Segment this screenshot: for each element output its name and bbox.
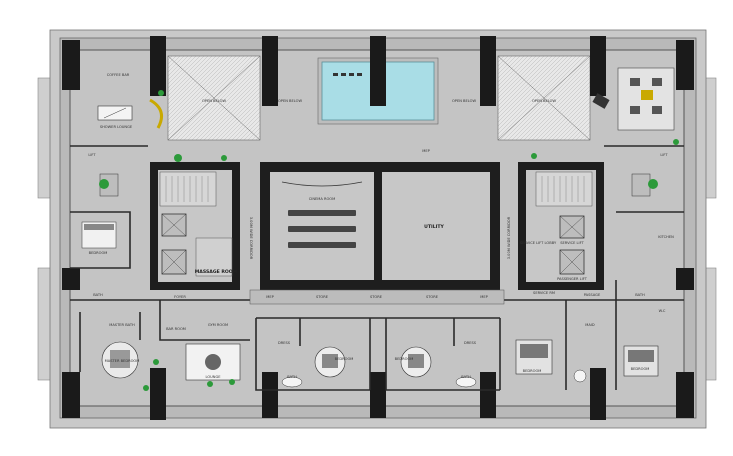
label-store-3: STORE — [426, 295, 439, 299]
label-bath-left: BATH — [93, 293, 103, 297]
label-bar-room: BAR ROOM — [166, 327, 186, 331]
label-cinema-room: CINEMA ROOM — [309, 197, 336, 201]
curved-sofa — [149, 98, 164, 129]
label-utility: UTILITY — [424, 224, 444, 230]
label-passage: PASSAGE — [584, 293, 601, 297]
label-open-below-2: OPEN BELOW — [278, 99, 303, 103]
label-store-2: STORE — [370, 295, 383, 299]
label-mep-1: MEP — [266, 295, 274, 299]
stair-east — [535, 171, 593, 207]
label-corridor-left: 3.00M WIDE CORRIDOR — [249, 217, 253, 260]
label-passenger-lift: PASSENGER LIFT — [557, 277, 588, 281]
label-open-below-4: OPEN BELOW — [532, 99, 557, 103]
label-coffee-bar: COFFEE BAR — [107, 73, 130, 77]
label-bedroom-4: BEDROOM — [631, 367, 650, 371]
utility-space — [382, 172, 490, 280]
stair-west — [159, 171, 217, 207]
label-maid: MAID — [585, 323, 595, 327]
pool-loungers — [333, 73, 362, 76]
label-lift-right: LIFT — [660, 153, 668, 157]
label-mep-top: MEP — [422, 149, 430, 153]
label-dress-2: DRESS — [464, 341, 477, 345]
label-master-bedroom: MASTER BEDROOM — [105, 359, 140, 363]
bathtub-1 — [281, 376, 303, 388]
voids — [167, 55, 591, 141]
south-corridor — [249, 289, 505, 305]
label-open-below-3: OPEN BELOW — [452, 99, 477, 103]
label-service-lift: SERVICE LIFT — [560, 241, 584, 245]
label-master-bath: MASTER BATH — [109, 323, 135, 327]
label-gym-room: GYM ROOM — [208, 323, 228, 327]
label-dress-1: DRESS — [278, 341, 291, 345]
label-lift-left: LIFT — [88, 153, 96, 157]
plants — [99, 90, 679, 391]
partition-walls — [70, 145, 684, 391]
label-store-1: STORE — [316, 295, 329, 299]
label-bedroom-3: BEDROOM — [523, 369, 542, 373]
label-bath-right: BATH — [635, 293, 645, 297]
label-corridor-right: 3.00M WIDE CORRIDOR — [507, 216, 511, 259]
label-lift-lobby: SERVICE LIFT LOBBY — [520, 241, 557, 245]
label-foyer: FOYER — [174, 295, 186, 299]
label-bedroom-1: BEDROOM — [335, 357, 354, 361]
wc-fixture — [573, 369, 587, 383]
central-core — [150, 162, 604, 290]
label-bedroom-left: BEDROOM — [89, 251, 108, 255]
label-open-below-1: OPEN BELOW — [202, 99, 227, 103]
label-mep-2: MEP — [480, 295, 488, 299]
furniture — [81, 67, 675, 388]
structural-columns — [62, 36, 694, 420]
label-bath-1: BATH — [287, 375, 297, 379]
label-wc: W.C — [659, 309, 666, 313]
label-kitchen: KITCHEN — [658, 235, 674, 239]
bathtub-2 — [455, 376, 477, 388]
label-massage-room: MASSAGE ROOM — [195, 269, 238, 275]
stair-small-east — [631, 173, 651, 197]
label-service-rm: SERVICE RM — [533, 291, 555, 295]
cinema-seats — [288, 210, 356, 248]
massage-room-space — [195, 237, 233, 277]
label-shower-lounge: SHOWER LOUNGE — [100, 125, 133, 129]
label-bath-2: BATH — [461, 375, 471, 379]
label-bedroom-2: BEDROOM — [395, 357, 414, 361]
armchair — [592, 93, 610, 109]
label-lounge: LOUNGE — [205, 375, 221, 379]
room-labels: COFFEE BAR SHOWER LOUNGE OPEN BELOW OPEN… — [88, 73, 674, 379]
